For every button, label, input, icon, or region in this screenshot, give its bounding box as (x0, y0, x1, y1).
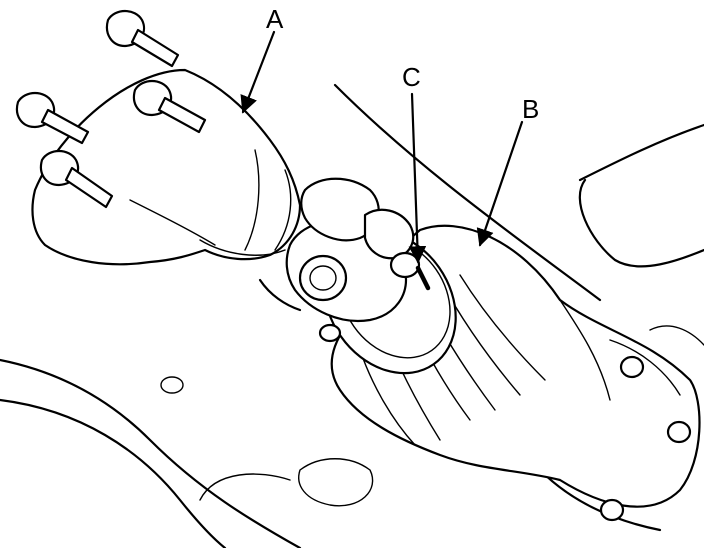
reference-mark (415, 265, 431, 291)
leader-lines (240, 30, 524, 264)
leader-line-a (240, 30, 276, 114)
callout-a: A (266, 4, 284, 34)
bolt-2 (132, 79, 207, 134)
leader-line-b (476, 120, 524, 247)
bolt-1 (105, 9, 180, 68)
chassis-outline (0, 83, 704, 548)
bolt-4 (39, 149, 114, 209)
propeller-shaft (31, 68, 302, 266)
callout-b: B (522, 94, 539, 124)
bolt-3 (15, 91, 90, 145)
leader-line-c (408, 92, 427, 264)
callout-c: C (402, 62, 421, 92)
universal-joint (258, 177, 421, 323)
